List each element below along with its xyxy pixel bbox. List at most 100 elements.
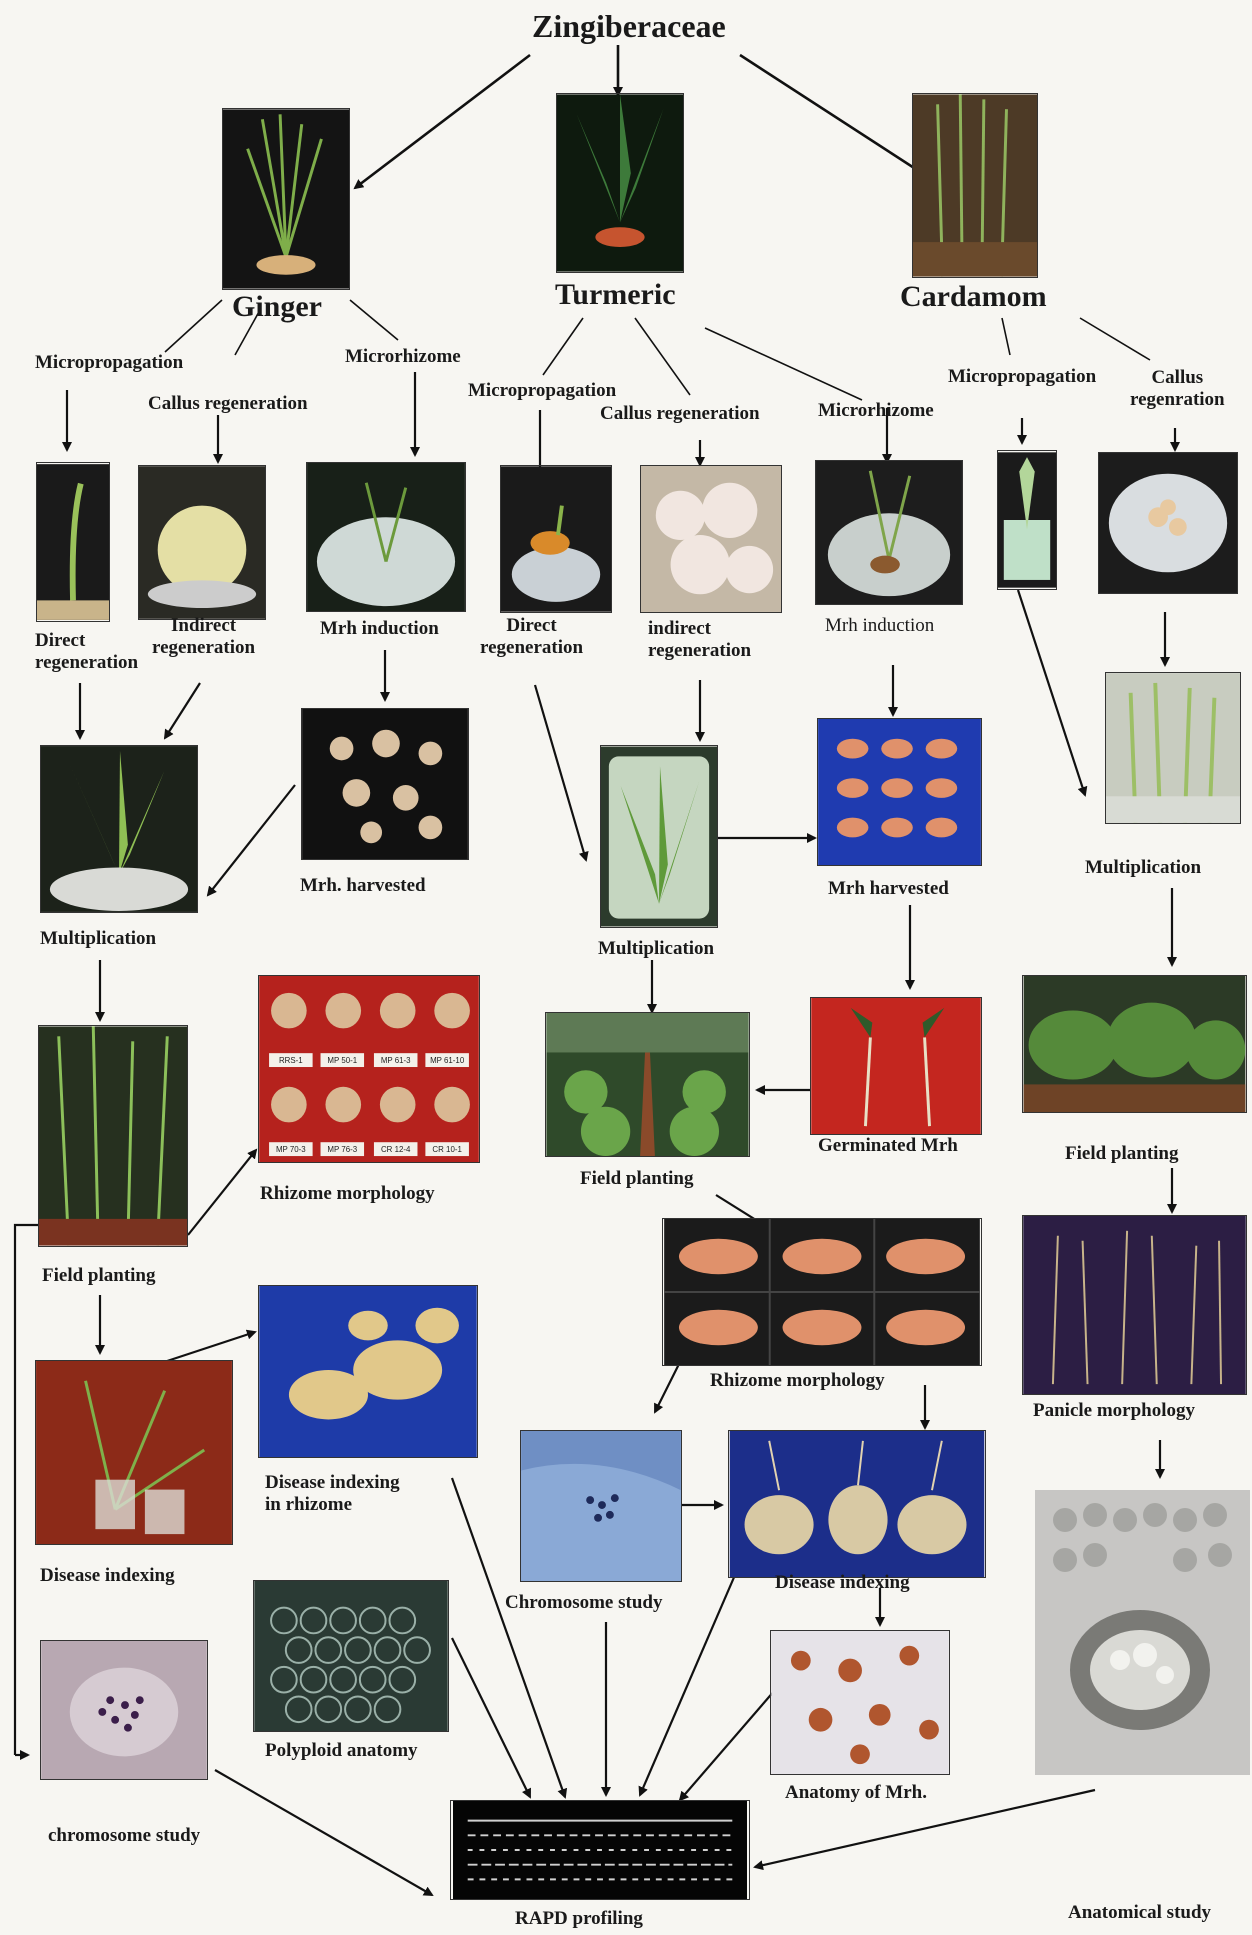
turmeric-mrh-harvested-photo (817, 718, 982, 866)
species-cardamom-label: Cardamom (900, 280, 1047, 315)
rhizome-tag: MP 61-3 (381, 1056, 411, 1065)
turmeric-germinated-mrh-label: Germinated Mrh (818, 1135, 958, 1157)
ginger-direct-regeneration-photo (36, 462, 110, 622)
line-turmeric-micropropagation (543, 318, 583, 375)
rhizome-tag: CR 10-1 (432, 1145, 462, 1154)
ginger-indirect-line1: Indirect (171, 615, 236, 636)
rhizome-tag: MP 70-3 (276, 1145, 306, 1154)
ginger-field-planting-label: Field planting (42, 1265, 156, 1287)
cardamom-callus-line2: regenration (1130, 389, 1225, 410)
turmeric-disease-indexing-label: Disease indexing (775, 1572, 910, 1594)
rhizome-tag: RRS-1 (279, 1056, 303, 1065)
ginger-chromosome-photo (40, 1640, 208, 1780)
cardamom-anatomical-study-label: Anatomical study (1068, 1902, 1211, 1924)
ginger-polyploid-anatomy-photo (253, 1580, 449, 1732)
turmeric-callus-regeneration-label: Callus regeneration (600, 403, 760, 425)
turmeric-mrh-harvested-label: Mrh harvested (828, 878, 949, 900)
turmeric-anatomy-mrh-photo (770, 1630, 950, 1775)
turmeric-mrh-induction-label: Mrh induction (825, 615, 934, 637)
arrow-ginger-polyploid-rapd (452, 1638, 530, 1797)
arrow-ginger-harvest-multiplication (208, 785, 295, 895)
turmeric-direct-line2: regeneration (480, 637, 583, 658)
turmeric-field-planting-photo (545, 1012, 750, 1157)
arrow-turmeric-rhizome-chromosome (655, 1362, 680, 1412)
cardamom-callus-photo (1098, 452, 1238, 594)
ginger-disease-rhizome-line2: in rhizome (265, 1494, 352, 1515)
rapd-profiling-label: RAPD profiling (515, 1908, 643, 1930)
ginger-disease-indexing-rhizome-label: Disease indexing in rhizome (265, 1472, 400, 1516)
ginger-polyploid-anatomy-label: Polyploid anatomy (265, 1740, 418, 1762)
turmeric-direct-regeneration-photo (500, 465, 612, 613)
turmeric-chromosome-photo (520, 1430, 682, 1582)
cardamom-multiplication-label: Multiplication (1085, 857, 1201, 879)
cardamom-panicle-morphology-label: Panicle morphology (1033, 1400, 1195, 1422)
line-ginger-micropropagation (165, 300, 222, 352)
turmeric-multiplication-photo (600, 745, 718, 928)
cardamom-callus-regeneration-label: Callus regenration (1130, 367, 1225, 411)
cardamom-callus-line1: Callus (1151, 367, 1203, 388)
ginger-disease-indexing-photo (35, 1360, 233, 1545)
ginger-multiplication-photo (40, 745, 198, 913)
turmeric-rhizome-morphology-label: Rhizome morphology (710, 1370, 885, 1392)
cardamom-plant-photo (912, 93, 1038, 278)
turmeric-field-planting-label: Field planting (580, 1168, 694, 1190)
line-turmeric-callus (635, 318, 690, 395)
line-cardamom-callus (1080, 318, 1150, 360)
ginger-rhizome-disease-photo (258, 1285, 478, 1458)
ginger-mrh-harvested-label: Mrh. harvested (300, 875, 426, 897)
turmeric-microrhizome-label: Microrhizome (818, 400, 934, 422)
cardamom-anatomical-study-photo (1035, 1490, 1250, 1775)
arrow-cardamom-direct-multiplication (1018, 590, 1085, 795)
ginger-mrh-induction-label: Mrh induction (320, 618, 439, 640)
turmeric-direct-line1: Direct (506, 615, 556, 636)
ginger-field-planting-photo (38, 1025, 188, 1247)
ginger-micropropagation-label: Micropropagation (35, 352, 183, 374)
ginger-multiplication-label: Multiplication (40, 928, 156, 950)
turmeric-chromosome-study-label: Chromosome study (505, 1592, 662, 1614)
rapd-profiling-gel-photo (450, 1800, 750, 1900)
turmeric-disease-indexing-photo (728, 1430, 986, 1578)
arrow-title-ginger (355, 55, 530, 188)
ginger-direct-line1: Direct (35, 630, 85, 651)
ginger-indirect-regeneration-label: Indirect regeneration (152, 615, 255, 659)
turmeric-mrh-induction-photo (815, 460, 963, 605)
ginger-microrhizome-label: Microrhizome (345, 346, 461, 368)
line-cardamom-micropropagation (1002, 318, 1010, 355)
rhizome-tag: CR 12-4 (381, 1145, 411, 1154)
arrow-turmeric-direct-multiplication (535, 685, 586, 860)
cardamom-micropropagation-label: Micropropagation (948, 366, 1096, 388)
cardamom-panicle-morphology-photo (1022, 1215, 1247, 1395)
line-turmeric-microrhizome (705, 328, 862, 400)
ginger-rhizome-morphology-photo: RRS-1 MP 50-1 MP 61-3 MP 61-10 MP 70-3 M… (258, 975, 480, 1163)
arrow-turmeric-anatomy-rapd (680, 1690, 775, 1800)
cardamom-multiplication-photo (1105, 672, 1241, 824)
ginger-chromosome-study-label: chromosome study (48, 1825, 200, 1847)
cardamom-field-planting-photo (1022, 975, 1247, 1113)
ginger-disease-indexing-label: Disease indexing (40, 1565, 175, 1587)
rhizome-tag: MP 50-1 (327, 1056, 357, 1065)
diagram-title: Zingiberaceae (532, 8, 726, 45)
ginger-indirect-line2: regeneration (152, 637, 255, 658)
turmeric-rhizome-morphology-photo (662, 1218, 982, 1366)
turmeric-plant-photo (556, 93, 684, 273)
ginger-disease-rhizome-line1: Disease indexing (265, 1472, 400, 1493)
line-ginger-microrhizome (350, 300, 398, 340)
turmeric-indirect-line1: indirect (648, 618, 711, 639)
turmeric-germinated-mrh-photo (810, 997, 982, 1135)
turmeric-indirect-regeneration-label: indirect regeneration (648, 618, 751, 662)
arrow-ginger-chromosome-rapd (215, 1770, 432, 1895)
ginger-direct-line2: regeneration (35, 652, 138, 673)
cardamom-micropropagation-photo (997, 450, 1057, 590)
ginger-rhizome-morphology-label: Rhizome morphology (260, 1183, 435, 1205)
turmeric-indirect-line2: regeneration (648, 640, 751, 661)
arrow-ginger-indirect-multiplication (165, 683, 200, 738)
ginger-mrh-harvested-photo (301, 708, 469, 860)
species-ginger-label: Ginger (232, 290, 322, 325)
turmeric-multiplication-label: Multiplication (598, 938, 714, 960)
rhizome-tag: MP 76-3 (327, 1145, 357, 1154)
ginger-direct-regeneration-label: Direct regeneration (35, 630, 138, 674)
ginger-mrh-induction-photo (306, 462, 466, 612)
turmeric-micropropagation-label: Micropropagation (468, 380, 616, 402)
turmeric-anatomy-mrh-label: Anatomy of Mrh. (785, 1782, 927, 1804)
